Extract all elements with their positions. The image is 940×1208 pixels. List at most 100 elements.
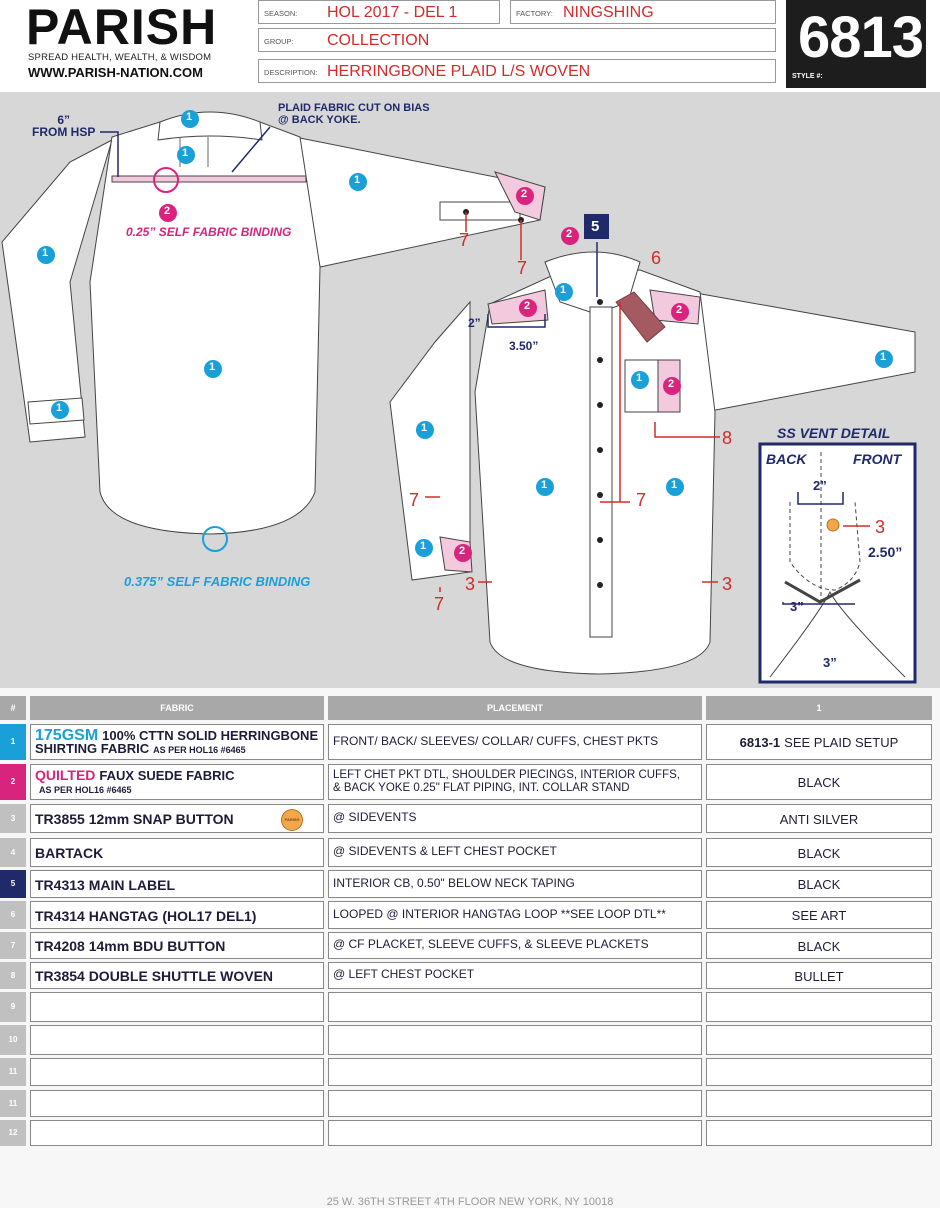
- colorway-value: BLACK: [797, 877, 841, 892]
- dim-350-note: 3.50”: [509, 339, 539, 353]
- placement-cell: @ SIDEVENTS & LEFT CHEST POCKET: [328, 838, 702, 867]
- colorway-cell: [706, 992, 932, 1022]
- marker-7-label: 7: [409, 490, 420, 510]
- from-hsp-label: FROM HSP: [32, 125, 96, 139]
- placement-cell: @ SIDEVENTS: [328, 804, 702, 833]
- row-number: 5: [0, 870, 26, 898]
- front-hangtag: [615, 291, 666, 343]
- fabric-name: 100% CTTN SOLID HERRINGBONE: [102, 728, 319, 743]
- fabric-name: TR3854 DOUBLE SHUTTLE WOVEN LABEL: [35, 968, 274, 984]
- col-1-header: 1: [706, 696, 932, 720]
- season-label: SEASON:: [264, 9, 298, 18]
- row-number: 6: [0, 901, 26, 929]
- row-number: 9: [0, 992, 26, 1022]
- from-hsp-value: 6”: [57, 113, 71, 127]
- colorway-cell: BLACK: [706, 764, 932, 800]
- marker-8-label: 8: [722, 428, 733, 448]
- colorway-cell: SEE ART: [706, 901, 932, 929]
- marker-2-label: 2: [521, 188, 528, 200]
- fabric-name: TR4313 MAIN LABEL: [35, 877, 176, 893]
- annotation-text: 6” FROM HSP PLAID FABRIC CUT ON BIAS @ B…: [0, 92, 940, 688]
- season-value: HOL 2017 - DEL 1: [327, 4, 458, 21]
- marker-5-label: 5: [591, 218, 600, 235]
- marker-2-label: 2: [459, 545, 466, 557]
- colorway-cell: [706, 1090, 932, 1117]
- row-number: 10: [0, 1025, 26, 1055]
- vent-front-label: FRONT: [853, 451, 902, 467]
- fabric-note: AS PER HOL16 #6465: [153, 745, 246, 755]
- fabric-highlight: 175GSM: [35, 727, 99, 744]
- fabric-name: FAUX SUEDE FABRIC: [99, 768, 235, 783]
- placement-cell: [328, 1090, 702, 1117]
- fabric-1-markers: [37, 110, 893, 557]
- row-number: 1: [0, 724, 26, 760]
- vent-3a-label: 3”: [790, 599, 804, 614]
- marker-3-label: 3: [875, 517, 886, 537]
- front-left-sleeve: [389, 300, 471, 581]
- plaid-note: PLAID FABRIC CUT ON BIAS @ BACK YOKE.: [278, 102, 430, 126]
- colorway-value: BULLET: [794, 969, 844, 984]
- group-field: GROUP: COLLECTION: [258, 28, 776, 52]
- style-label: STYLE #:: [792, 73, 823, 80]
- colorway-value: SEE ART: [791, 908, 847, 923]
- marker-1-label: 1: [182, 147, 189, 159]
- fabric-name: TR4208 14mm BDU BUTTON: [35, 938, 226, 954]
- marker-2-label: 2: [676, 304, 683, 316]
- placement-cell: LEFT CHET PKT DTL, SHOULDER PIECINGS, IN…: [328, 764, 702, 800]
- marker-1-label: 1: [209, 361, 216, 373]
- dimension-lines: [100, 126, 855, 605]
- front-placket: [589, 306, 613, 638]
- marker-1-label: 1: [880, 351, 887, 363]
- marker-6-label: 6: [651, 248, 662, 268]
- colorway-cell: BLACK: [706, 870, 932, 898]
- factory-field: FACTORY: NINGSHING: [510, 0, 776, 24]
- vent-back-label: BACK: [766, 451, 807, 467]
- shoulder-piece-left: [487, 289, 549, 325]
- fabric-cell: [30, 1090, 324, 1117]
- style-number: 6813: [798, 5, 924, 70]
- dim-2-note: 2”: [468, 316, 481, 330]
- placement-line1: LEFT CHET PKT DTL, SHOULDER PIECINGS, IN…: [333, 769, 680, 781]
- colorway-value: BLACK: [797, 939, 841, 954]
- marker-1-label: 1: [186, 111, 193, 123]
- row-number: 7: [0, 932, 26, 959]
- marker-5-box: [584, 214, 609, 239]
- group-label: GROUP:: [264, 37, 294, 46]
- snap-button-icon: PARISH: [281, 809, 303, 831]
- marker-3-label: 3: [722, 574, 733, 594]
- brand-logo: PARISH: [26, 0, 218, 55]
- placement-text: @ CF PLACKET, SLEEVE CUFFS, & SLEEVE PLA…: [333, 937, 649, 951]
- fabric-cell: [30, 1025, 324, 1055]
- colorway-cell: BULLET: [706, 962, 932, 989]
- col-placement-header: PLACEMENT: [328, 696, 702, 720]
- col-num-header: #: [0, 696, 26, 720]
- fabric-cell: TR4208 14mm BDU BUTTON: [30, 932, 324, 959]
- placement-cell: @ LEFT CHEST POCKET: [328, 962, 702, 989]
- plaid-note-line1: PLAID FABRIC CUT ON BIAS: [278, 102, 430, 114]
- colorway-cell: BLACK: [706, 838, 932, 867]
- placement-cell: FRONT/ BACK/ SLEEVES/ COLLAR/ CUFFS, CHE…: [328, 724, 702, 760]
- placement-text: @ SIDEVENTS: [333, 810, 417, 824]
- row-number: 4: [0, 838, 26, 867]
- marker-1-label: 1: [541, 479, 548, 491]
- footer-address: 25 W. 36TH STREET 4TH FLOOR NEW YORK, NY…: [326, 1196, 614, 1208]
- marker-1-label: 1: [421, 422, 428, 434]
- colorway-cell: BLACK: [706, 932, 932, 959]
- marker-1-label: 1: [42, 247, 49, 259]
- placement-text: INTERIOR CB, 0.50" BELOW NECK TAPING: [333, 876, 575, 890]
- marker-7-label: 7: [434, 594, 445, 614]
- marker-1-label: 1: [636, 372, 643, 384]
- vent-title: SS VENT DETAIL: [777, 425, 891, 441]
- marker-2-label: 2: [164, 205, 171, 217]
- back-left-sleeve: [1, 139, 113, 443]
- marker-2-label: 2: [566, 228, 573, 240]
- fabric-name: TR3855 12mm SNAP BUTTON: [35, 811, 234, 827]
- description-field: DESCRIPTION: HERRINGBONE PLAID L/S WOVEN: [258, 59, 776, 83]
- factory-value: NINGSHING: [563, 4, 654, 21]
- marker-1-label: 1: [671, 479, 678, 491]
- back-yoke: [111, 175, 307, 183]
- red-callout-labels: 7 7 6 8 7 7 7 3 3 3: [0, 92, 940, 688]
